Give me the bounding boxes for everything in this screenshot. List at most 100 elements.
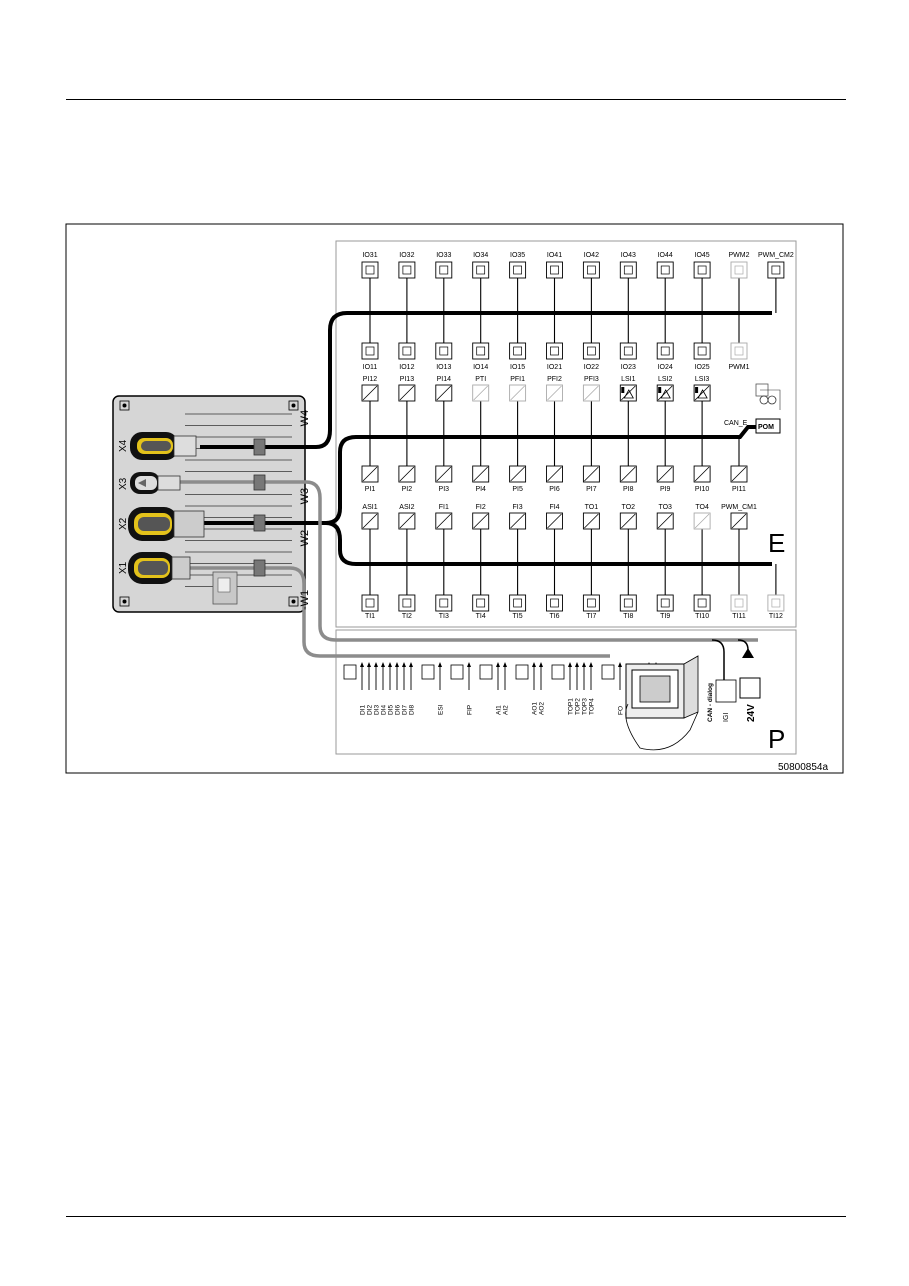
- row2-device-label: IO25: [695, 364, 710, 371]
- cable-w3: [180, 480, 758, 642]
- row1-device-label: IO42: [584, 252, 599, 259]
- row4-device-pi9: PI9: [656, 437, 674, 493]
- p-signal-label: DI7: [402, 705, 409, 716]
- row5-device-label: FI2: [476, 504, 486, 511]
- row5-device-fi1: FI1: [435, 504, 453, 564]
- row2-device-io23: IO23: [619, 313, 637, 371]
- row3-device-pi14: PI14: [435, 376, 453, 437]
- row6-device-ti11: TI11: [730, 564, 748, 620]
- row4-device-label: PI11: [732, 486, 746, 493]
- row3-device-pfi3: PFI3: [582, 376, 600, 437]
- row1-device-label: IO44: [658, 252, 673, 259]
- row5-device-asi2: ASI2: [398, 504, 416, 564]
- supply-arrow-icon: [742, 648, 754, 658]
- row5-device-label: TO1: [585, 504, 599, 511]
- row2-device-label: IO11: [363, 364, 378, 371]
- row2-device-io12: IO12: [398, 313, 416, 371]
- row5-device-to4: TO4: [693, 504, 711, 564]
- row4-device-pi11: PI11: [730, 437, 748, 493]
- row3-device-pfi2: PFI2: [546, 376, 563, 437]
- row5-device-to1: TO1: [582, 504, 600, 564]
- laptop-icon: [625, 655, 699, 751]
- row2-device-label: IO21: [547, 364, 562, 371]
- row3-device-label: PTI: [475, 376, 486, 383]
- lsi-sensor-icon: [695, 387, 708, 399]
- row5-device-to2: TO2: [619, 504, 637, 564]
- cable-w1: [190, 566, 610, 658]
- row3-device-pi13: PI13: [398, 376, 416, 437]
- row2-device-io25: IO25: [693, 313, 711, 371]
- row2-device-label: IO13: [436, 364, 451, 371]
- row1-device-io31: IO31: [361, 252, 379, 313]
- row4-device-label: PI10: [695, 486, 710, 493]
- p-group: ESI: [421, 662, 445, 715]
- grommet-w2: [253, 514, 266, 532]
- p-signal-label: DI3: [374, 705, 381, 716]
- row6-device-label: TI2: [402, 613, 412, 620]
- row6-device-ti4: TI4: [472, 564, 490, 620]
- row1-device-io45: IO45: [693, 252, 711, 313]
- row1-device-label: IO43: [621, 252, 636, 259]
- connector-x3: [130, 472, 181, 494]
- p-signal-label: DI1: [360, 705, 367, 716]
- row2-device-io24: IO24: [656, 313, 674, 371]
- row2-device-io21: IO21: [546, 313, 563, 371]
- row6-device-ti6: TI6: [546, 564, 563, 620]
- top-rule: [66, 99, 846, 100]
- row2-device-label: IO12: [399, 364, 414, 371]
- row1-device-label: PWM_CM2: [758, 252, 794, 259]
- row4-device-label: PI1: [365, 486, 376, 493]
- row4-device-label: PI8: [623, 486, 634, 493]
- p-group: FIP: [450, 662, 474, 715]
- row4-device-pi10: PI10: [693, 437, 711, 493]
- row1-device-label: IO34: [473, 252, 488, 259]
- row2-device-io15: IO15: [509, 313, 527, 371]
- row4-device-label: PI3: [439, 486, 450, 493]
- row6-device-label: TI10: [695, 613, 709, 620]
- row4-device-label: PI6: [549, 486, 560, 493]
- row3-device-label: PI12: [363, 376, 378, 383]
- row4-device-pi1: PI1: [361, 437, 379, 493]
- row2-device-io11: IO11: [361, 313, 379, 371]
- row1-device-label: IO32: [399, 252, 414, 259]
- region-e-frame: [335, 240, 797, 628]
- grommet-w1: [253, 559, 266, 577]
- row1-device-label: PWM2: [729, 252, 750, 259]
- row6-device-ti12: TI12: [767, 564, 785, 620]
- connector-label-x1: X1: [118, 561, 129, 574]
- row4-device-label: PI5: [512, 486, 523, 493]
- row1-device-label: IO45: [695, 252, 710, 259]
- row1-device-label: IO35: [510, 252, 525, 259]
- row3-device-label: PFI2: [547, 376, 562, 383]
- connector-label-x4: X4: [118, 439, 129, 452]
- row3-device-pi12: PI12: [361, 376, 379, 437]
- row6-device-ti8: TI8: [619, 564, 637, 620]
- igi-branch: [711, 639, 725, 680]
- row5-device-label: FI4: [549, 504, 559, 511]
- figure-code: 50800854a: [778, 762, 828, 773]
- row1-device-io34: IO34: [472, 252, 490, 313]
- row3-device-label: PFI3: [584, 376, 599, 383]
- row3-device-pfi1: PFI1: [509, 376, 527, 437]
- row2-device-label: IO14: [473, 364, 488, 371]
- region-label-p: P: [768, 724, 785, 754]
- row4-device-label: PI7: [586, 486, 597, 493]
- row3-device-label: LSI3: [695, 376, 710, 383]
- lsi-sensor-icon: [621, 387, 634, 399]
- row1-device-io33: IO33: [435, 252, 453, 313]
- row2-device-label: IO24: [658, 364, 673, 371]
- row6-device-label: TI12: [769, 613, 783, 620]
- wire-label-w4: -W4: [299, 410, 311, 430]
- row2-device-io14: IO14: [472, 313, 490, 371]
- row5-device-pwm_cm1: PWM_CM1: [721, 504, 757, 564]
- row6-device-ti5: TI5: [509, 564, 527, 620]
- region-label-e: E: [768, 528, 785, 558]
- row5-device-fi2: FI2: [472, 504, 490, 564]
- p-signal-label: DI8: [409, 705, 416, 716]
- row2-device-io13: IO13: [435, 313, 453, 371]
- row1-device-io43: IO43: [619, 252, 637, 313]
- pom-block: [755, 383, 781, 434]
